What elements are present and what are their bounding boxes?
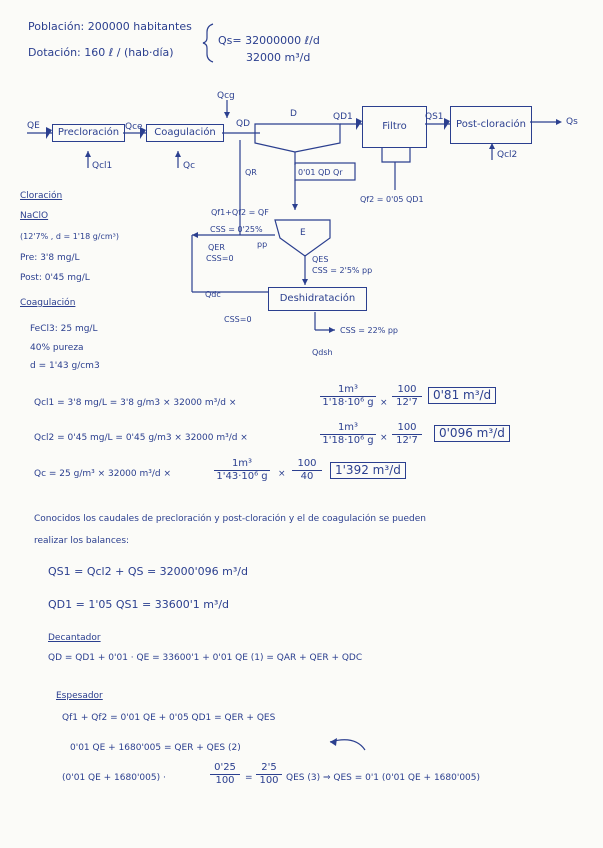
- qc-result: 1'392 m³/d: [330, 462, 406, 479]
- qcg-label: Qcg: [217, 90, 235, 103]
- qcl2-f2-den: 12'7: [392, 435, 422, 447]
- qd-label: QD: [236, 118, 250, 131]
- qs-label: Qs: [566, 116, 578, 129]
- esp-f1-num: 0'25: [210, 762, 240, 775]
- qcl1-label: Qcl1: [92, 160, 112, 173]
- espesador-eq2: 0'01 QE + 1680'005 = QER + QES (2): [70, 742, 241, 755]
- naclo-text: NaClO: [20, 210, 48, 223]
- espesador-eq3-equals: =: [245, 772, 253, 785]
- esp-f2-num: 2'5: [256, 762, 282, 775]
- qc-times: ×: [278, 468, 286, 481]
- qcl1-f2-num: 100: [392, 384, 422, 397]
- qcl1-f1-den: 1'18·10⁶ g: [320, 397, 376, 409]
- qc-f1-den: 1'43·10⁶ g: [214, 471, 270, 483]
- espesador-fraction-2: 2'5 100: [256, 762, 282, 787]
- naclo-detail-text: (12'7% , d = 1'18 g/cm³): [20, 230, 119, 243]
- esp-f2-den: 100: [256, 775, 282, 787]
- qcl1-eq-lhs: Qcl1 = 3'8 mg/L = 3'8 g/m3 × 32000 m³/d …: [34, 397, 236, 410]
- qcl2-f1-den: 1'18·10⁶ g: [320, 435, 376, 447]
- poblacion-text: Población: 200000 habitantes: [28, 20, 192, 33]
- qce-label: Qce: [125, 121, 143, 134]
- qdsh-label: Qdsh: [312, 346, 333, 359]
- e-label: E: [300, 227, 306, 240]
- filtro-box: Filtro: [362, 106, 427, 148]
- qf-sum-label: Qf1+Qf2 = QF: [211, 206, 269, 219]
- qcl2-f1-num: 1m³: [320, 422, 376, 435]
- qdc-label: Qdc: [205, 288, 221, 301]
- qs-m3-text: 32000 m³/d: [246, 51, 310, 64]
- qcl1-f1-num: 1m³: [320, 384, 376, 397]
- balances-intro-line1: Conocidos los caudales de precloración y…: [34, 513, 426, 526]
- css-025-label: CSS = 0'25%: [210, 223, 263, 236]
- qcl2-f2-num: 100: [392, 422, 422, 435]
- qs-liters-text: Qs= 32000000 ℓ/d: [218, 34, 320, 47]
- pureza-text: 40% pureza: [30, 342, 84, 355]
- qs1-label: QS1: [425, 111, 444, 124]
- post-dose-text: Post: 0'45 mg/L: [20, 272, 90, 285]
- espesador-eq3-rhs: QES (3) ⇒ QES = 0'1 (0'01 QE + 1680'005): [286, 772, 480, 785]
- css-25-label: CSS = 2'5% pp: [312, 264, 372, 277]
- decanter-shape: [255, 124, 340, 152]
- espesador-fraction-1: 0'25 100: [210, 762, 240, 787]
- qc-f1-num: 1m³: [214, 458, 270, 471]
- pre-dose-text: Pre: 3'8 mg/L: [20, 252, 80, 265]
- dotacion-text: Dotación: 160 ℓ / (hab·día): [28, 46, 174, 59]
- qc-fraction-1: 1m³ 1'43·10⁶ g: [214, 458, 270, 483]
- espesador-title: Espesador: [56, 690, 103, 703]
- qf2-label: Qf2 = 0'05 QD1: [360, 193, 424, 206]
- qcl2-result: 0'096 m³/d: [434, 425, 510, 442]
- qr-label: QR: [245, 166, 257, 179]
- balances-intro-line2: realizar los balances:: [34, 535, 129, 548]
- qc-f2-num: 100: [292, 458, 322, 471]
- header-brace: [203, 24, 213, 62]
- css0-a-label: CSS=0: [206, 252, 234, 265]
- pct-qd-label: 0'01 QD Qr: [298, 166, 343, 179]
- qcl2-eq-lhs: Qcl2 = 0'45 mg/L = 0'45 g/m3 × 32000 m³/…: [34, 432, 248, 445]
- pp-label: pp: [257, 238, 267, 251]
- qc-f2-den: 40: [292, 471, 322, 483]
- espesador-eq1: Qf1 + Qf2 = 0'01 QE + 0'05 QD1 = QER + Q…: [62, 712, 275, 725]
- qcl2-times: ×: [380, 432, 388, 445]
- d-label: D: [290, 108, 297, 121]
- qc-label: Qc: [183, 160, 195, 173]
- qcl1-fraction-1: 1m³ 1'18·10⁶ g: [320, 384, 376, 409]
- espesador-eq3-lhs: (0'01 QE + 1680'005) ·: [62, 772, 166, 785]
- cloracion-title: Cloración: [20, 190, 62, 203]
- qcl1-fraction-2: 100 12'7: [392, 384, 422, 409]
- qe-label: QE: [27, 120, 40, 133]
- qcl1-times: ×: [380, 397, 388, 410]
- css0-b-label: CSS=0: [224, 313, 252, 326]
- qcl1-f2-den: 12'7: [392, 397, 422, 409]
- qs1-equation: QS1 = Qcl2 + QS = 32000'096 m³/d: [48, 565, 248, 578]
- qcl2-label: Qcl2: [497, 149, 517, 162]
- qc-eq-lhs: Qc = 25 g/m³ × 32000 m³/d ×: [34, 468, 171, 481]
- qd1-label: QD1: [333, 111, 353, 124]
- densidad-text: d = 1'43 g/cm3: [30, 360, 100, 373]
- qd1-equation: QD1 = 1'05 QS1 = 33600'1 m³/d: [48, 598, 229, 611]
- deshidratacion-box: Deshidratación: [268, 287, 367, 311]
- css-22-label: CSS = 22% pp: [340, 324, 398, 337]
- precloracion-box: Precloración: [52, 124, 125, 142]
- qcl1-result: 0'81 m³/d: [428, 387, 496, 404]
- coagulacion-box: Coagulación: [146, 124, 224, 142]
- esp-f1-den: 100: [210, 775, 240, 787]
- postcloracion-box: Post-cloración: [450, 106, 532, 144]
- qc-fraction-2: 100 40: [292, 458, 322, 483]
- qcl2-fraction-2: 100 12'7: [392, 422, 422, 447]
- coagulacion-title: Coagulación: [20, 297, 75, 310]
- qcl2-fraction-1: 1m³ 1'18·10⁶ g: [320, 422, 376, 447]
- qd-equation: QD = QD1 + 0'01 · QE = 33600'1 + 0'01 QE…: [48, 652, 362, 665]
- decantador-title: Decantador: [48, 632, 101, 645]
- fecl3-text: FeCl3: 25 mg/L: [30, 323, 97, 336]
